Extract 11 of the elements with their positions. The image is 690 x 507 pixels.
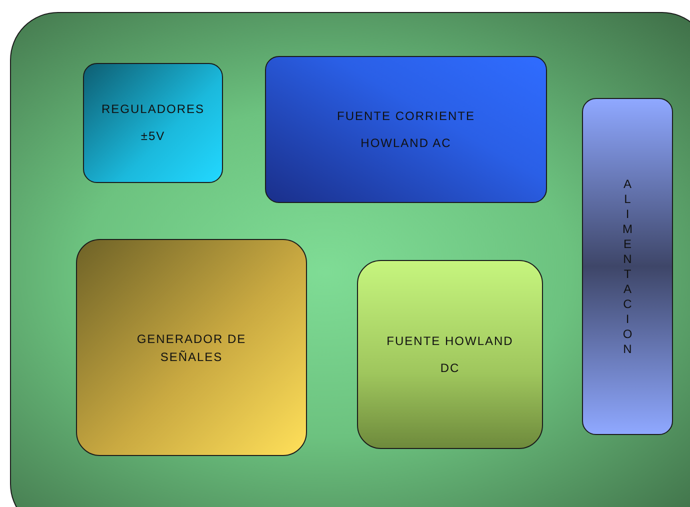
module-block [83, 63, 223, 183]
module-block [265, 56, 547, 203]
circuit-board-panel [10, 12, 690, 507]
block-label: FUENTE HOWLAND DC [386, 332, 514, 376]
block-label: REGULADORES ±5V [100, 101, 206, 145]
block-label: GENERADOR DE SEÑALES [136, 330, 248, 366]
module-block [76, 239, 307, 456]
power-strip-block [582, 98, 673, 435]
module-block [357, 260, 543, 449]
block-label: ALIMENTACION [622, 176, 634, 356]
block-label: FUENTE CORRIENTE HOWLAND AC [336, 108, 476, 152]
